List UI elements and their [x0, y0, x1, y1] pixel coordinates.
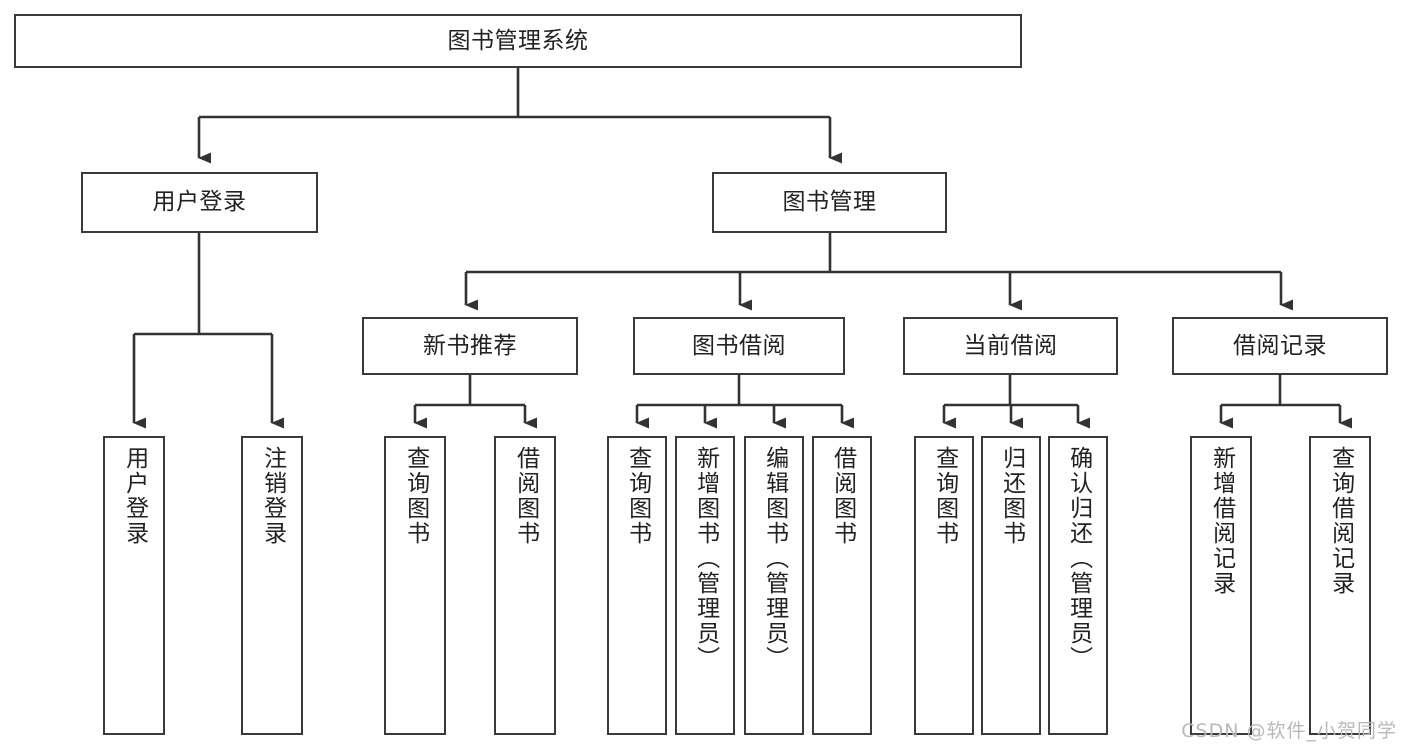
node-label: 查询图书: [624, 446, 651, 546]
node-leaf-edit-book-admin[interactable]: 编辑图书（管理员）: [744, 436, 804, 735]
node-leaf-borrow-book-borrow[interactable]: 借阅图书: [812, 436, 872, 735]
node-root-book-management-system[interactable]: 图书管理系统: [14, 14, 1022, 68]
node-label: 图书管理: [782, 189, 877, 215]
node-book-borrow[interactable]: 图书借阅: [633, 317, 845, 375]
node-label: 查询借阅记录: [1327, 446, 1354, 596]
node-leaf-query-book-borrow[interactable]: 查询图书: [607, 436, 667, 735]
node-label: 借阅记录: [1233, 332, 1327, 359]
node-label: 用户登录: [121, 446, 148, 546]
node-label: 图书管理系统: [447, 27, 589, 54]
node-user-login[interactable]: 用户登录: [81, 172, 318, 233]
node-leaf-add-borrow-record[interactable]: 新增借阅记录: [1190, 436, 1252, 735]
node-leaf-confirm-return-admin[interactable]: 确认归还（管理员）: [1048, 436, 1108, 735]
node-label: 借阅图书: [512, 446, 539, 546]
node-label: 新增借阅记录: [1208, 446, 1235, 596]
node-label: 查询图书: [402, 446, 429, 546]
node-leaf-query-book-recommend[interactable]: 查询图书: [384, 436, 446, 735]
node-leaf-logout[interactable]: 注销登录: [241, 436, 303, 735]
watermark-text: CSDN @软件_小贺同学: [1181, 720, 1397, 742]
node-label: 归还图书: [998, 446, 1025, 546]
node-label: 查询图书: [931, 446, 958, 546]
node-book-management[interactable]: 图书管理: [712, 172, 947, 233]
node-leaf-query-book-current[interactable]: 查询图书: [914, 436, 974, 735]
node-leaf-user-login[interactable]: 用户登录: [103, 436, 165, 735]
node-label: 用户登录: [152, 189, 247, 215]
node-label: 图书借阅: [692, 332, 786, 359]
node-label: 借阅图书: [829, 446, 856, 546]
node-label: 编辑图书（管理员）: [761, 446, 788, 671]
node-leaf-return-book[interactable]: 归还图书: [981, 436, 1041, 735]
node-leaf-borrow-book-recommend[interactable]: 借阅图书: [494, 436, 556, 735]
node-label: 当前借阅: [963, 332, 1058, 359]
node-leaf-query-borrow-record[interactable]: 查询借阅记录: [1309, 436, 1371, 735]
node-new-book-recommend[interactable]: 新书推荐: [362, 317, 578, 375]
node-borrow-record[interactable]: 借阅记录: [1172, 317, 1388, 375]
node-label: 注销登录: [259, 446, 286, 546]
node-label: 新增图书（管理员）: [692, 446, 719, 671]
node-label: 新书推荐: [423, 332, 517, 359]
node-current-borrow[interactable]: 当前借阅: [903, 317, 1118, 375]
node-label: 确认归还（管理员）: [1065, 446, 1092, 671]
node-leaf-add-book-admin[interactable]: 新增图书（管理员）: [675, 436, 735, 735]
